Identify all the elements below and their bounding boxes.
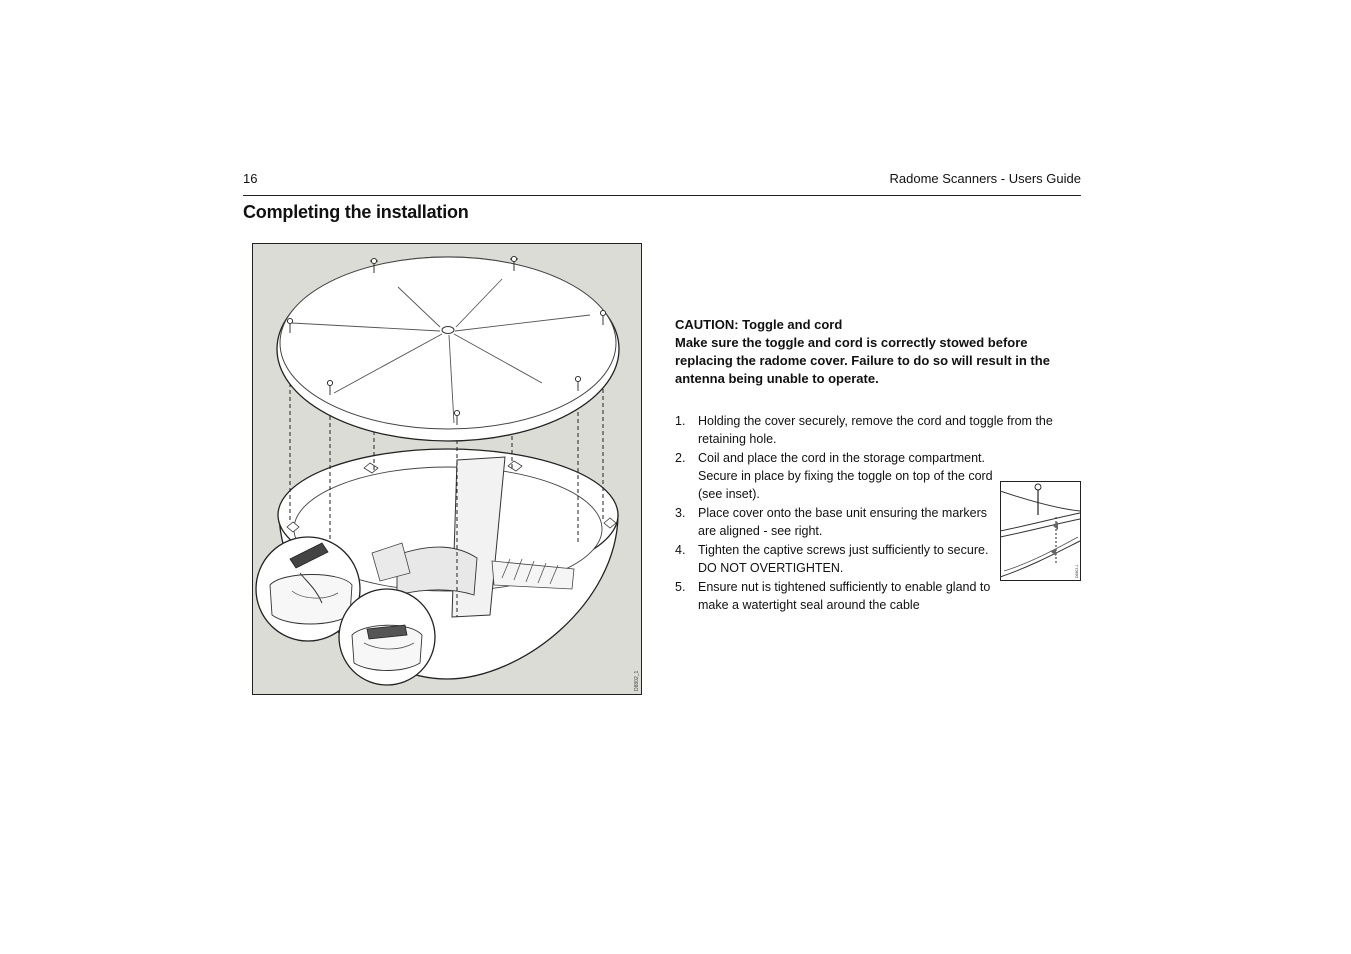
step-text: Holding the cover securely, remove the c… [698,414,1053,446]
figure-code: D8802_1 [634,670,640,691]
list-item: 5. Ensure nut is tightened sufficiently … [675,578,1085,614]
caution-block: CAUTION: Toggle and cord Make sure the t… [675,316,1095,388]
radome-cover-drawing [276,255,620,442]
list-item: 2. Coil and place the cord in the storag… [675,449,1085,503]
step-number: 4. [675,543,686,557]
list-item: 3. Place cover onto the base unit ensuri… [675,504,1085,540]
alignment-lines [289,319,604,617]
section-title: Completing the installation [243,202,469,222]
step-number: 1. [675,414,686,428]
step-text: Tighten the captive screws just sufficie… [698,543,989,575]
running-title: Radome Scanners - Users Guide [889,171,1081,186]
header-rule [243,195,1081,196]
radome-installation-illustration: D8802_1 [252,243,642,695]
page-number: 16 [243,171,258,186]
step-number: 2. [675,451,686,465]
cord-stowed-inset [338,588,436,686]
step-number: 3. [675,506,686,520]
list-item: 1. Holding the cover securely, remove th… [675,412,1085,448]
caution-heading: CAUTION: Toggle and cord [675,317,843,332]
installation-steps: 1. Holding the cover securely, remove th… [675,412,1085,615]
marker-alignment-inset: D8803-1 [999,481,1081,581]
list-item: 4. Tighten the captive screws just suffi… [675,541,1085,577]
inset-figure-code: D8803-1 [1075,565,1079,578]
caution-body: Make sure the toggle and cord is correct… [675,335,1050,386]
step-text: Coil and place the cord in the storage c… [698,451,993,501]
step-text: Ensure nut is tightened sufficiently to … [698,580,991,612]
step-text: Place cover onto the base unit ensuring … [698,506,988,538]
step-number: 5. [675,580,686,594]
